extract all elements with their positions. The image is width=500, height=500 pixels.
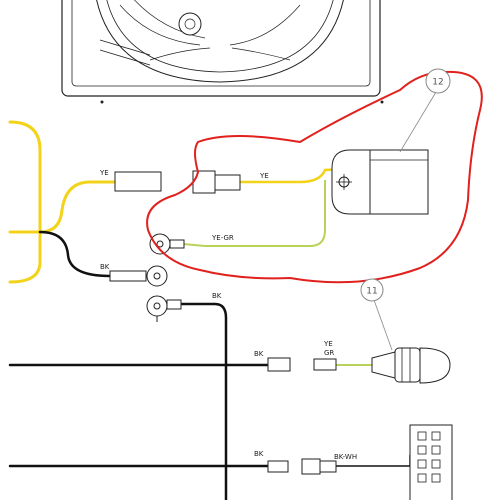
radiator-inner-frame	[71, 0, 371, 87]
yellow-harness	[8, 120, 372, 284]
fan-strut-2	[99, 49, 151, 66]
fan-strut-1	[99, 39, 151, 56]
bk-plug-lower	[267, 460, 289, 473]
black-wire-to-bk-terminal	[38, 230, 112, 278]
ye-connector-right	[192, 170, 241, 194]
fan-blade-3	[229, 4, 301, 46]
label-ye-left: YE	[99, 169, 109, 177]
black-wire-to-lower-terminal	[178, 302, 228, 500]
label-ye-gr-plug-bottom: GR	[324, 349, 334, 357]
fan-shroud	[96, 0, 344, 83]
label-bk-lower: BK	[254, 450, 264, 458]
mount-hole-1	[100, 100, 104, 104]
label-bk-left: BK	[100, 263, 110, 271]
fan-shroud-inner	[106, 0, 334, 73]
radiator-frame	[61, 0, 381, 97]
label-ye-right: YE	[259, 172, 269, 180]
fan-blade-1	[119, 4, 201, 46]
callout-11-label: 11	[366, 287, 377, 297]
bk-wh-plug	[301, 458, 337, 475]
label-bk-plug: BK	[254, 350, 264, 358]
switch-button	[419, 347, 451, 384]
relay	[331, 149, 429, 215]
fan-assembly	[61, 0, 384, 104]
bk-plug-upper	[267, 357, 291, 372]
callout-12: 12	[399, 68, 451, 153]
label-bk-wh: BK-WH	[334, 453, 357, 461]
switch-nut	[394, 347, 421, 383]
relay-body	[369, 149, 429, 215]
yellow-wire-trunk	[8, 120, 42, 284]
highlight-outline	[146, 70, 483, 284]
label-bk-mid: BK	[212, 292, 222, 300]
mount-hole-2	[380, 100, 384, 104]
control-module	[409, 424, 453, 500]
yellow-wire-to-ye-connector	[38, 180, 117, 234]
black-wires	[8, 230, 270, 500]
fan-blade-2	[134, 0, 206, 39]
fan-hub-inner	[184, 18, 196, 30]
ye-gr-plug	[313, 358, 337, 371]
label-ye-gr: YE-GR	[211, 234, 234, 242]
callout-12-label: 12	[432, 78, 443, 88]
fan-hub	[178, 12, 202, 36]
fan-blade-5	[231, 47, 291, 61]
ring-terminal-ye-gr	[149, 233, 185, 255]
yellow-green-wire	[182, 180, 326, 247]
ye-connector-left	[114, 171, 162, 192]
ring-terminal-bk-lower	[146, 295, 182, 322]
label-ye-gr-plug-top: YE	[323, 340, 333, 348]
switch-body	[371, 351, 396, 379]
fan-blade-4	[149, 47, 211, 61]
yellow-wire-to-relay	[238, 166, 372, 184]
switch: 11	[336, 278, 451, 384]
ring-terminal-bk-upper	[109, 265, 168, 287]
